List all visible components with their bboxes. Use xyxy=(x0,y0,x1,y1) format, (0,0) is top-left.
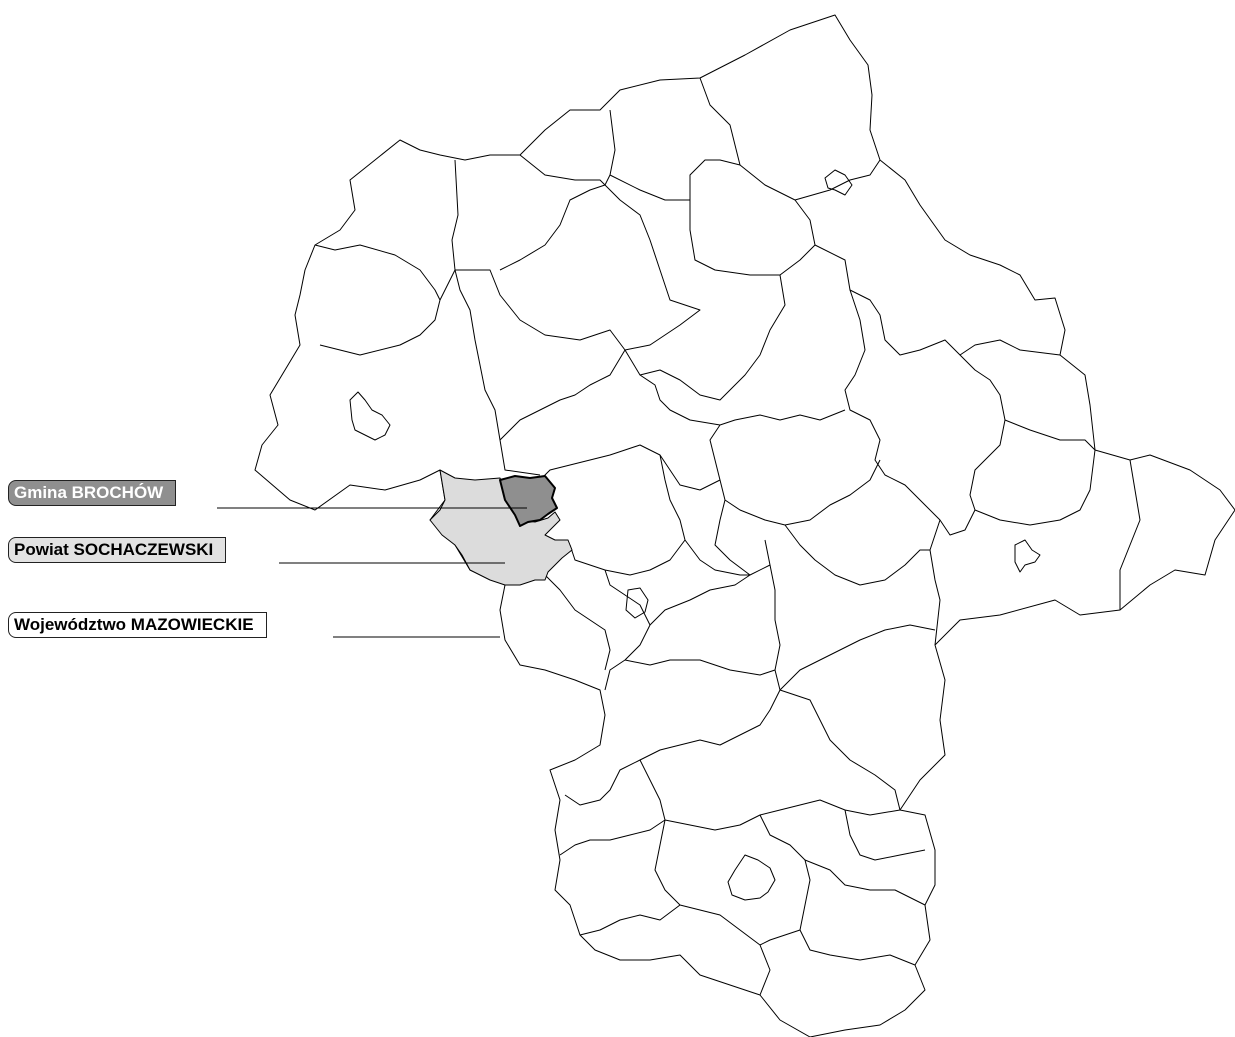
powiat-label: Powiat SOCHACZEWSKI xyxy=(8,537,227,563)
enclave-city xyxy=(727,854,776,901)
enclave-city xyxy=(824,169,853,196)
gmina-label: Gmina BROCHÓW xyxy=(8,480,177,506)
enclave-city xyxy=(1014,539,1041,573)
voivodeship-outline xyxy=(254,14,1235,1037)
wojewodztwo-label: Województwo MAZOWIECKIE xyxy=(8,612,267,638)
enclave-city xyxy=(625,587,649,619)
enclave-city xyxy=(349,391,391,441)
gmina-brochow-area xyxy=(499,475,558,527)
